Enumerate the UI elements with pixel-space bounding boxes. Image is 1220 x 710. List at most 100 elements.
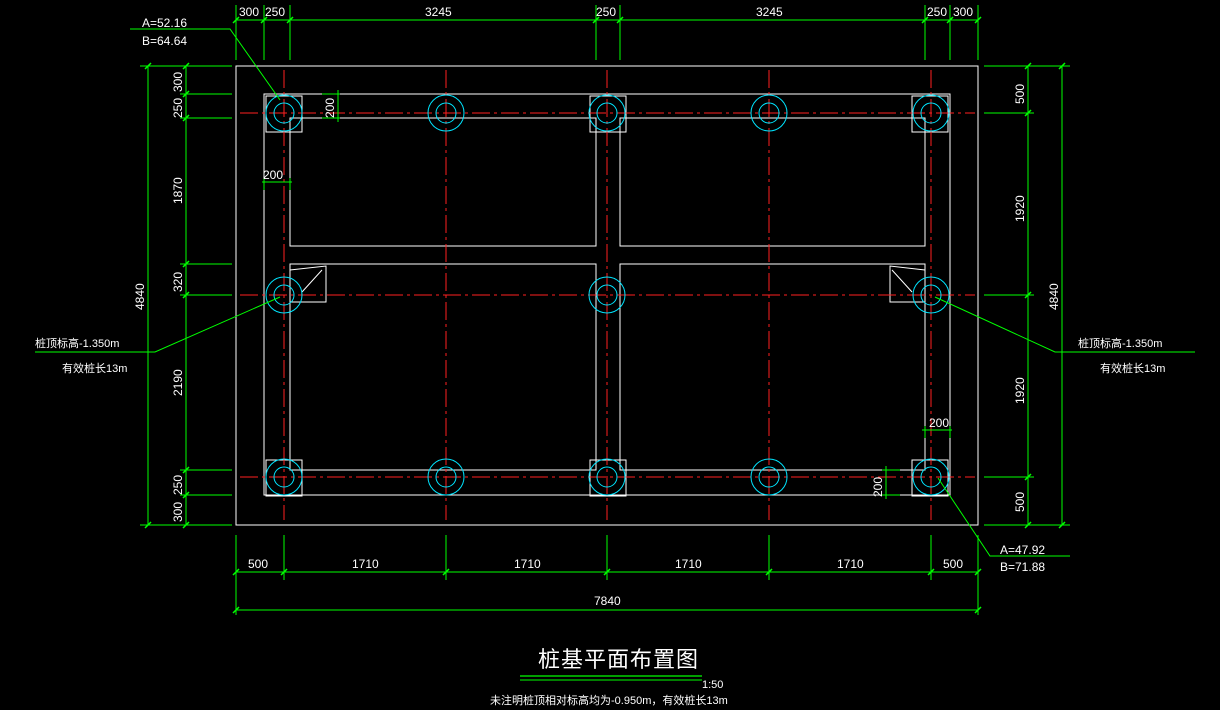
dimension-tick — [921, 16, 929, 24]
pile — [427, 94, 465, 132]
dimension-tick — [765, 568, 773, 576]
pile-inner-circle — [758, 466, 780, 488]
callouts: A=52.16 B=64.64 桩顶标高-1.350m 有效桩长13m 桩顶标高… — [35, 16, 1165, 574]
pile-inner-circle — [273, 284, 295, 306]
dimension-tick — [144, 62, 152, 70]
dim-top-3: 3245 — [425, 5, 452, 19]
dim-left-3: 1870 — [171, 177, 185, 204]
outer-boundary — [235, 65, 979, 526]
pile — [750, 94, 788, 132]
dim-left-4: 320 — [171, 272, 185, 292]
dimension-tick — [182, 90, 190, 98]
pile — [265, 276, 303, 314]
bottom-dimension-text: 500 1710 1710 1710 1710 500 7840 — [248, 557, 963, 608]
pile — [912, 458, 950, 496]
dimension-tick — [974, 606, 982, 614]
callout-bottom-right-b: B=71.88 — [1000, 560, 1045, 574]
dim-right-4: 500 — [1013, 492, 1027, 512]
pile-outer-circle — [912, 94, 950, 132]
dimension-tick — [1024, 291, 1032, 299]
drawing-scale: 1:50 — [702, 679, 723, 691]
callout-bottom-right-a: A=47.92 — [1000, 543, 1045, 557]
pile — [265, 458, 303, 496]
dimension-tick — [603, 568, 611, 576]
pile — [588, 94, 626, 132]
pile — [427, 458, 465, 496]
dimension-tick — [442, 568, 450, 576]
dim-left-1: 300 — [171, 72, 185, 92]
dim-bottom-2: 1710 — [352, 557, 379, 571]
dimension-tick — [182, 114, 190, 122]
pile-outer-circle — [265, 94, 303, 132]
dim-left-6: 250 — [171, 475, 185, 495]
dim-bottom-total: 7840 — [594, 594, 621, 608]
dim-right-total: 4840 — [1047, 283, 1061, 310]
dim-left-5: 2190 — [171, 369, 185, 396]
dimension-tick — [974, 568, 982, 576]
axis-lines — [240, 70, 975, 520]
dim-bottom-1: 500 — [248, 557, 268, 571]
dimension-lines — [35, 5, 1195, 615]
pile-outer-circle — [427, 458, 465, 496]
dimension-tick — [1058, 62, 1066, 70]
pile-outer-circle — [912, 458, 950, 496]
dim-200-b: 200 — [263, 168, 283, 182]
dim-bottom-6: 500 — [943, 557, 963, 571]
dimension-tick — [592, 16, 600, 24]
bay-bottom-right — [619, 263, 926, 471]
dimension-tick — [946, 16, 954, 24]
pile — [912, 276, 950, 314]
pile-inner-circle — [920, 102, 942, 124]
dim-200-c: 200 — [929, 416, 949, 430]
dimension-tick — [232, 16, 240, 24]
dimension-tick — [232, 606, 240, 614]
dim-bottom-3: 1710 — [514, 557, 541, 571]
dimension-tick — [1024, 521, 1032, 529]
pile-outer-circle — [750, 94, 788, 132]
dimension-tick — [144, 521, 152, 529]
pile — [912, 94, 950, 132]
pile-inner-circle — [758, 102, 780, 124]
pile-inner-circle — [435, 466, 457, 488]
dimension-tick — [232, 568, 240, 576]
callout-left-length: 有效桩长13m — [62, 361, 127, 375]
dimension-tick — [260, 16, 268, 24]
dimension-tick — [927, 568, 935, 576]
dim-left-7: 300 — [171, 502, 185, 522]
dim-top-5: 3245 — [756, 5, 783, 19]
pile-inner-circle — [596, 102, 618, 124]
dim-top-4: 250 — [596, 5, 616, 19]
dim-top-1: 300 — [239, 5, 259, 19]
dimension-tick — [1024, 109, 1032, 117]
callout-top-left-a: A=52.16 — [142, 16, 187, 30]
dim-200-d: 200 — [871, 477, 885, 497]
pile-inner-circle — [273, 102, 295, 124]
dimension-tick — [1024, 473, 1032, 481]
dimension-tick — [280, 568, 288, 576]
drawing-footnote: 未注明桩顶相对标高均为-0.950m，有效桩长13m — [490, 693, 728, 707]
pile-inner-circle — [920, 284, 942, 306]
dimension-tick — [1058, 521, 1066, 529]
pile — [588, 276, 626, 314]
dim-bottom-4: 1710 — [675, 557, 702, 571]
callout-left-elev: 桩顶标高-1.350m — [35, 336, 119, 350]
dim-left-total: 4840 — [133, 283, 147, 310]
title-block: 桩基平面布置图 1:50 未注明桩顶相对标高均为-0.950m，有效桩长13m — [490, 647, 728, 707]
callout-right-length: 有效桩长13m — [1100, 361, 1165, 375]
pile-outer-circle — [265, 458, 303, 496]
pile-inner-circle — [273, 466, 295, 488]
small-dimension-text: 200 200 200 200 — [263, 98, 949, 497]
dim-left-2: 250 — [171, 98, 185, 118]
dimension-tick — [182, 491, 190, 499]
bay-bottom-left — [289, 263, 597, 471]
dimension-tick — [182, 291, 190, 299]
dimension-tick — [616, 16, 624, 24]
dim-top-6: 250 — [927, 5, 947, 19]
callout-right-elev: 桩顶标高-1.350m — [1078, 336, 1162, 350]
piles — [265, 94, 950, 496]
pile-outer-circle — [588, 458, 626, 496]
pile-outer-circle — [265, 276, 303, 314]
dimension-tick — [974, 16, 982, 24]
left-dimension-text: 300 250 1870 320 2190 250 300 4840 — [133, 72, 185, 522]
